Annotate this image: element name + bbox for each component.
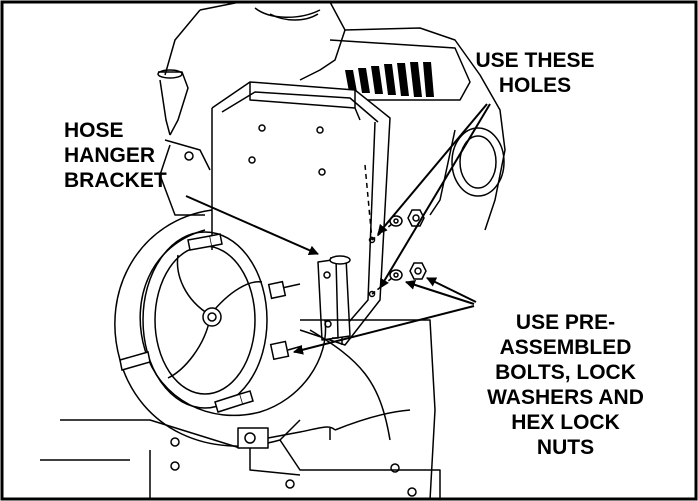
callout-line: USE THESE bbox=[475, 49, 595, 72]
arrow-bolt bbox=[293, 305, 475, 355]
callout-line: HANGER bbox=[64, 144, 156, 167]
callout-line: HOSE bbox=[64, 119, 124, 142]
callout-hose-hanger-bracket: HOSE HANGER BRACKET bbox=[64, 118, 167, 193]
callout-use-these-holes: USE THESE HOLES bbox=[440, 48, 630, 98]
callout-line: BOLTS, LOCK bbox=[495, 361, 636, 384]
vent-grille bbox=[345, 62, 434, 97]
callout-use-pre-assembled-bolts: USE PRE- ASSEMBLED BOLTS, LOCK WASHERS A… bbox=[478, 310, 653, 460]
callout-line: NUTS bbox=[536, 436, 595, 459]
arrow-nut-1 bbox=[426, 277, 477, 303]
arrow-holes-1 bbox=[377, 103, 488, 235]
callout-line: WASHERS AND bbox=[487, 386, 644, 409]
hose-hanger-bracket bbox=[317, 255, 351, 341]
arrow-nut-2 bbox=[405, 280, 475, 305]
engine-housing bbox=[157, 1, 506, 231]
callout-line: HOLES bbox=[498, 74, 572, 97]
callout-line: USE PRE- bbox=[515, 311, 616, 334]
arrow-holes-2 bbox=[379, 103, 491, 289]
blower-bolts bbox=[119, 233, 254, 413]
callout-line: BRACKET bbox=[64, 169, 167, 192]
callout-arrows bbox=[185, 103, 491, 355]
arrow-bracket bbox=[185, 195, 319, 255]
callout-line: ASSEMBLED bbox=[499, 336, 632, 359]
chute-bracket bbox=[211, 81, 391, 346]
callout-line: HEX LOCK bbox=[511, 411, 620, 434]
